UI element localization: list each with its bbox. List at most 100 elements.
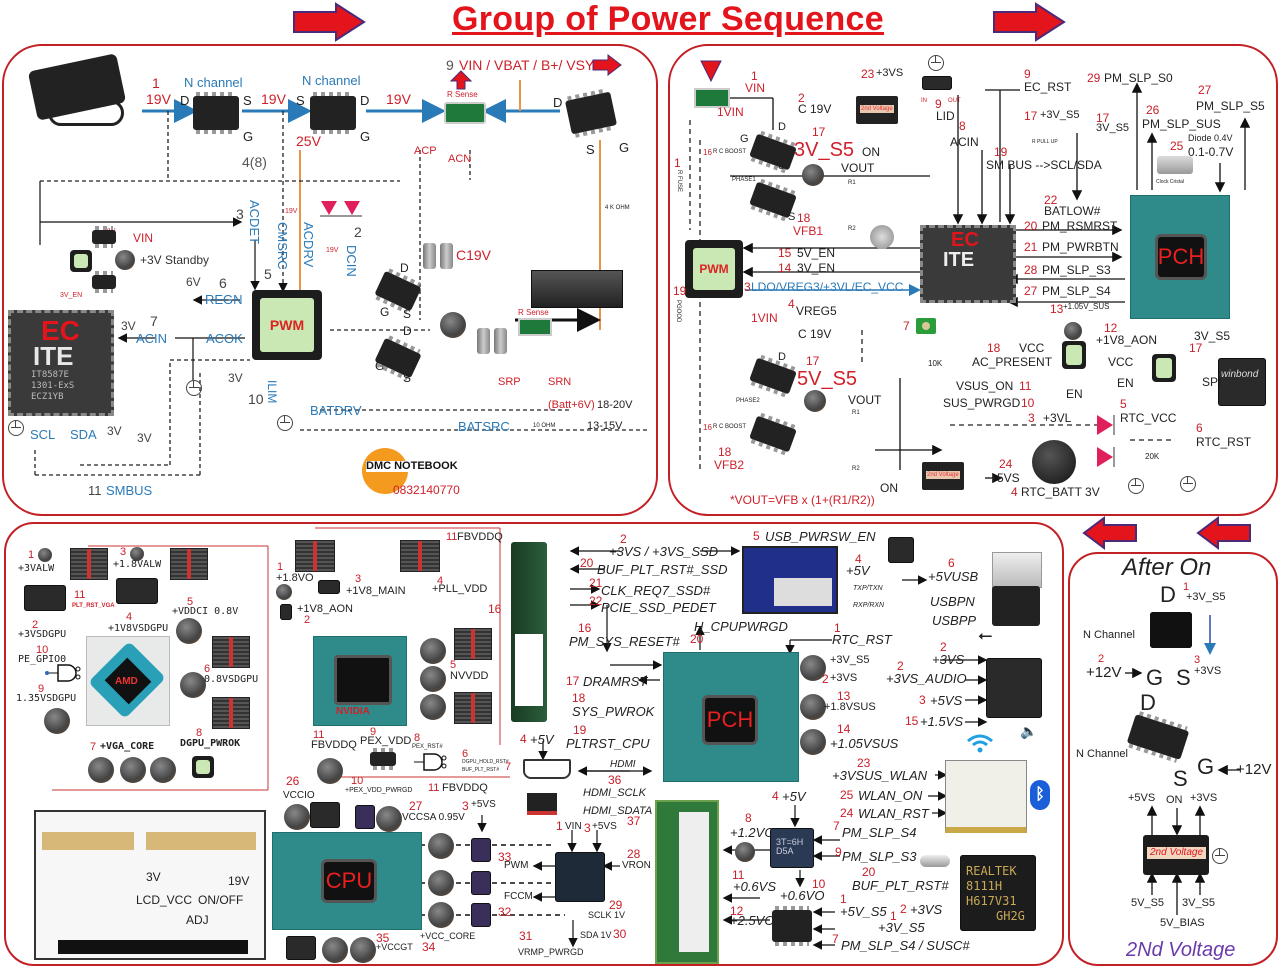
pch-label: PCH: [702, 695, 758, 745]
step-number: 28: [627, 847, 641, 861]
step-number: 6: [462, 748, 469, 760]
second-voltage-chip: 2nd Voltage: [922, 462, 964, 490]
ldo-label: LDO/VREG3/+3VL/EC_VCC: [751, 280, 904, 294]
inductor: [284, 804, 310, 830]
standby-pwm-chip: PWM: [685, 240, 743, 298]
wlan-signal-label: WLAN_RST: [858, 806, 929, 821]
step-number: 16: [703, 148, 712, 157]
gpu-rail-label: DGPU_PWROK: [180, 738, 241, 749]
step-number: 29: [1087, 71, 1101, 85]
aon-label: +1V8_AON: [1096, 333, 1158, 347]
standby-label: +3V Standby: [140, 253, 210, 267]
resistor-20k-label: 20K: [1145, 452, 1160, 461]
rail-3v-s5: 3V_S5: [1096, 122, 1130, 134]
ram-rail-label: +3V_S5: [878, 920, 925, 935]
ram-rail-label: +5V: [782, 789, 806, 804]
lan-chip-line: H617V31: [966, 894, 1017, 908]
lan-signal-label: +3VS: [910, 902, 943, 917]
chip-on-label: ON: [1166, 794, 1183, 806]
vrm-controller-chip: [555, 852, 605, 902]
cpu-rail-label: VCCIO: [283, 790, 315, 801]
pch-signal-label: PLTRST_CPU: [566, 736, 650, 751]
step-number: 4: [520, 732, 527, 746]
pin-g: G: [375, 359, 385, 373]
gpu-rail-label: FBVDDQ: [442, 782, 488, 794]
acp-label: ACP: [414, 145, 437, 157]
pin-g: G: [243, 129, 254, 144]
slp-s0-label: PM_SLP_S0: [1104, 71, 1173, 85]
step-number: 33: [498, 850, 512, 864]
inductor: [88, 757, 114, 783]
lan-crystal: [920, 855, 950, 867]
step-number: 11: [446, 531, 458, 543]
step-number: 7: [832, 932, 839, 946]
gpu-rail-label: +3VSDGPU: [18, 629, 67, 640]
gpu-rail-label: PE_GPIO0: [18, 654, 67, 665]
dcin-label: DCIN: [344, 245, 359, 277]
driver-chip: [310, 802, 340, 828]
power-button[interactable]: [916, 318, 936, 334]
step-number: 2: [940, 640, 947, 654]
diode-icon: [1097, 415, 1115, 435]
adapter-cable: [48, 100, 124, 126]
pin-d: D: [360, 93, 370, 108]
step-number: 3: [1028, 411, 1035, 425]
gpu-rail-label: 1.35VSDGPU: [16, 693, 77, 704]
rail-3v-s5: 3V_S5: [1194, 329, 1231, 343]
mosfet-chip: [471, 871, 491, 895]
step-number: 5: [264, 266, 272, 282]
ldo-chip: [24, 585, 66, 611]
ground-icon: [1180, 476, 1196, 492]
step-number: 3: [120, 546, 127, 558]
wlan-signal-label: +3VSUS_WLAN: [832, 768, 928, 783]
srn-label: SRN: [548, 376, 572, 388]
bus-voltage: 19V: [386, 91, 411, 107]
ec-part-line: IT8587E: [31, 370, 69, 380]
wlan-signal-label: WLAN_ON: [858, 788, 923, 803]
inductor: [800, 655, 826, 681]
batsrc-label: BATSRC: [458, 419, 510, 434]
adapter-voltage: 19V: [146, 91, 171, 107]
inductor: [804, 390, 826, 412]
inductor: [120, 757, 146, 783]
inductor: [1064, 322, 1082, 340]
usb-signal-label: TXP/TXN: [853, 585, 883, 592]
step-number: 9: [1024, 67, 1031, 81]
inductor: [428, 833, 454, 859]
pwm-label: PWM: [260, 298, 314, 352]
inductor: [276, 584, 292, 600]
pch-rail-label: +1.8VSUS: [824, 701, 876, 713]
step-number: 1: [556, 819, 563, 833]
vreg5-label: VREG5: [796, 304, 837, 318]
step-number: 17: [806, 354, 820, 368]
vram-chip: [212, 697, 250, 729]
pin-s: S: [778, 160, 786, 172]
gpu-rail-label: +PEX_VDD_PWRGD: [345, 787, 413, 794]
step-number: 4: [772, 789, 779, 803]
ram-rail-label: +5V_S5: [840, 904, 887, 919]
batdrv-label: BATDRV: [310, 403, 362, 418]
pch-rail-label: +3VS: [830, 672, 858, 684]
ground-icon: [8, 420, 24, 436]
capacitor: [477, 328, 490, 354]
step-number: 28: [1024, 263, 1038, 277]
gpu-rail-label: FBVDDQ: [311, 739, 357, 751]
step-number: 17: [1096, 111, 1110, 125]
en3v-label: 3V_EN: [797, 261, 836, 275]
step-number: 3: [355, 573, 362, 585]
hdmi-chip: [527, 793, 557, 815]
bluetooth-icon: ᛒ: [1030, 780, 1050, 810]
step-number: 6: [219, 275, 227, 291]
vs3-label: +3VS: [876, 67, 904, 79]
step-number: 4: [788, 297, 795, 311]
pullup-rail: +3V_S5: [1040, 109, 1080, 121]
acn-label: ACN: [448, 153, 472, 165]
lcd-adj-label: ADJ: [186, 913, 209, 927]
usb-connector: [992, 552, 1042, 588]
acdrv-label: ACDRV: [301, 222, 316, 268]
step-number: 31: [519, 929, 533, 943]
cpu-rail-label: SCLK 1V: [588, 910, 626, 920]
sus-pwrgd-label: SUS_PWRGD: [943, 396, 1021, 410]
ram-rail-label: +2.5VO: [730, 913, 775, 928]
cpu-rail-label: VCCSA 0.95V: [402, 812, 465, 823]
